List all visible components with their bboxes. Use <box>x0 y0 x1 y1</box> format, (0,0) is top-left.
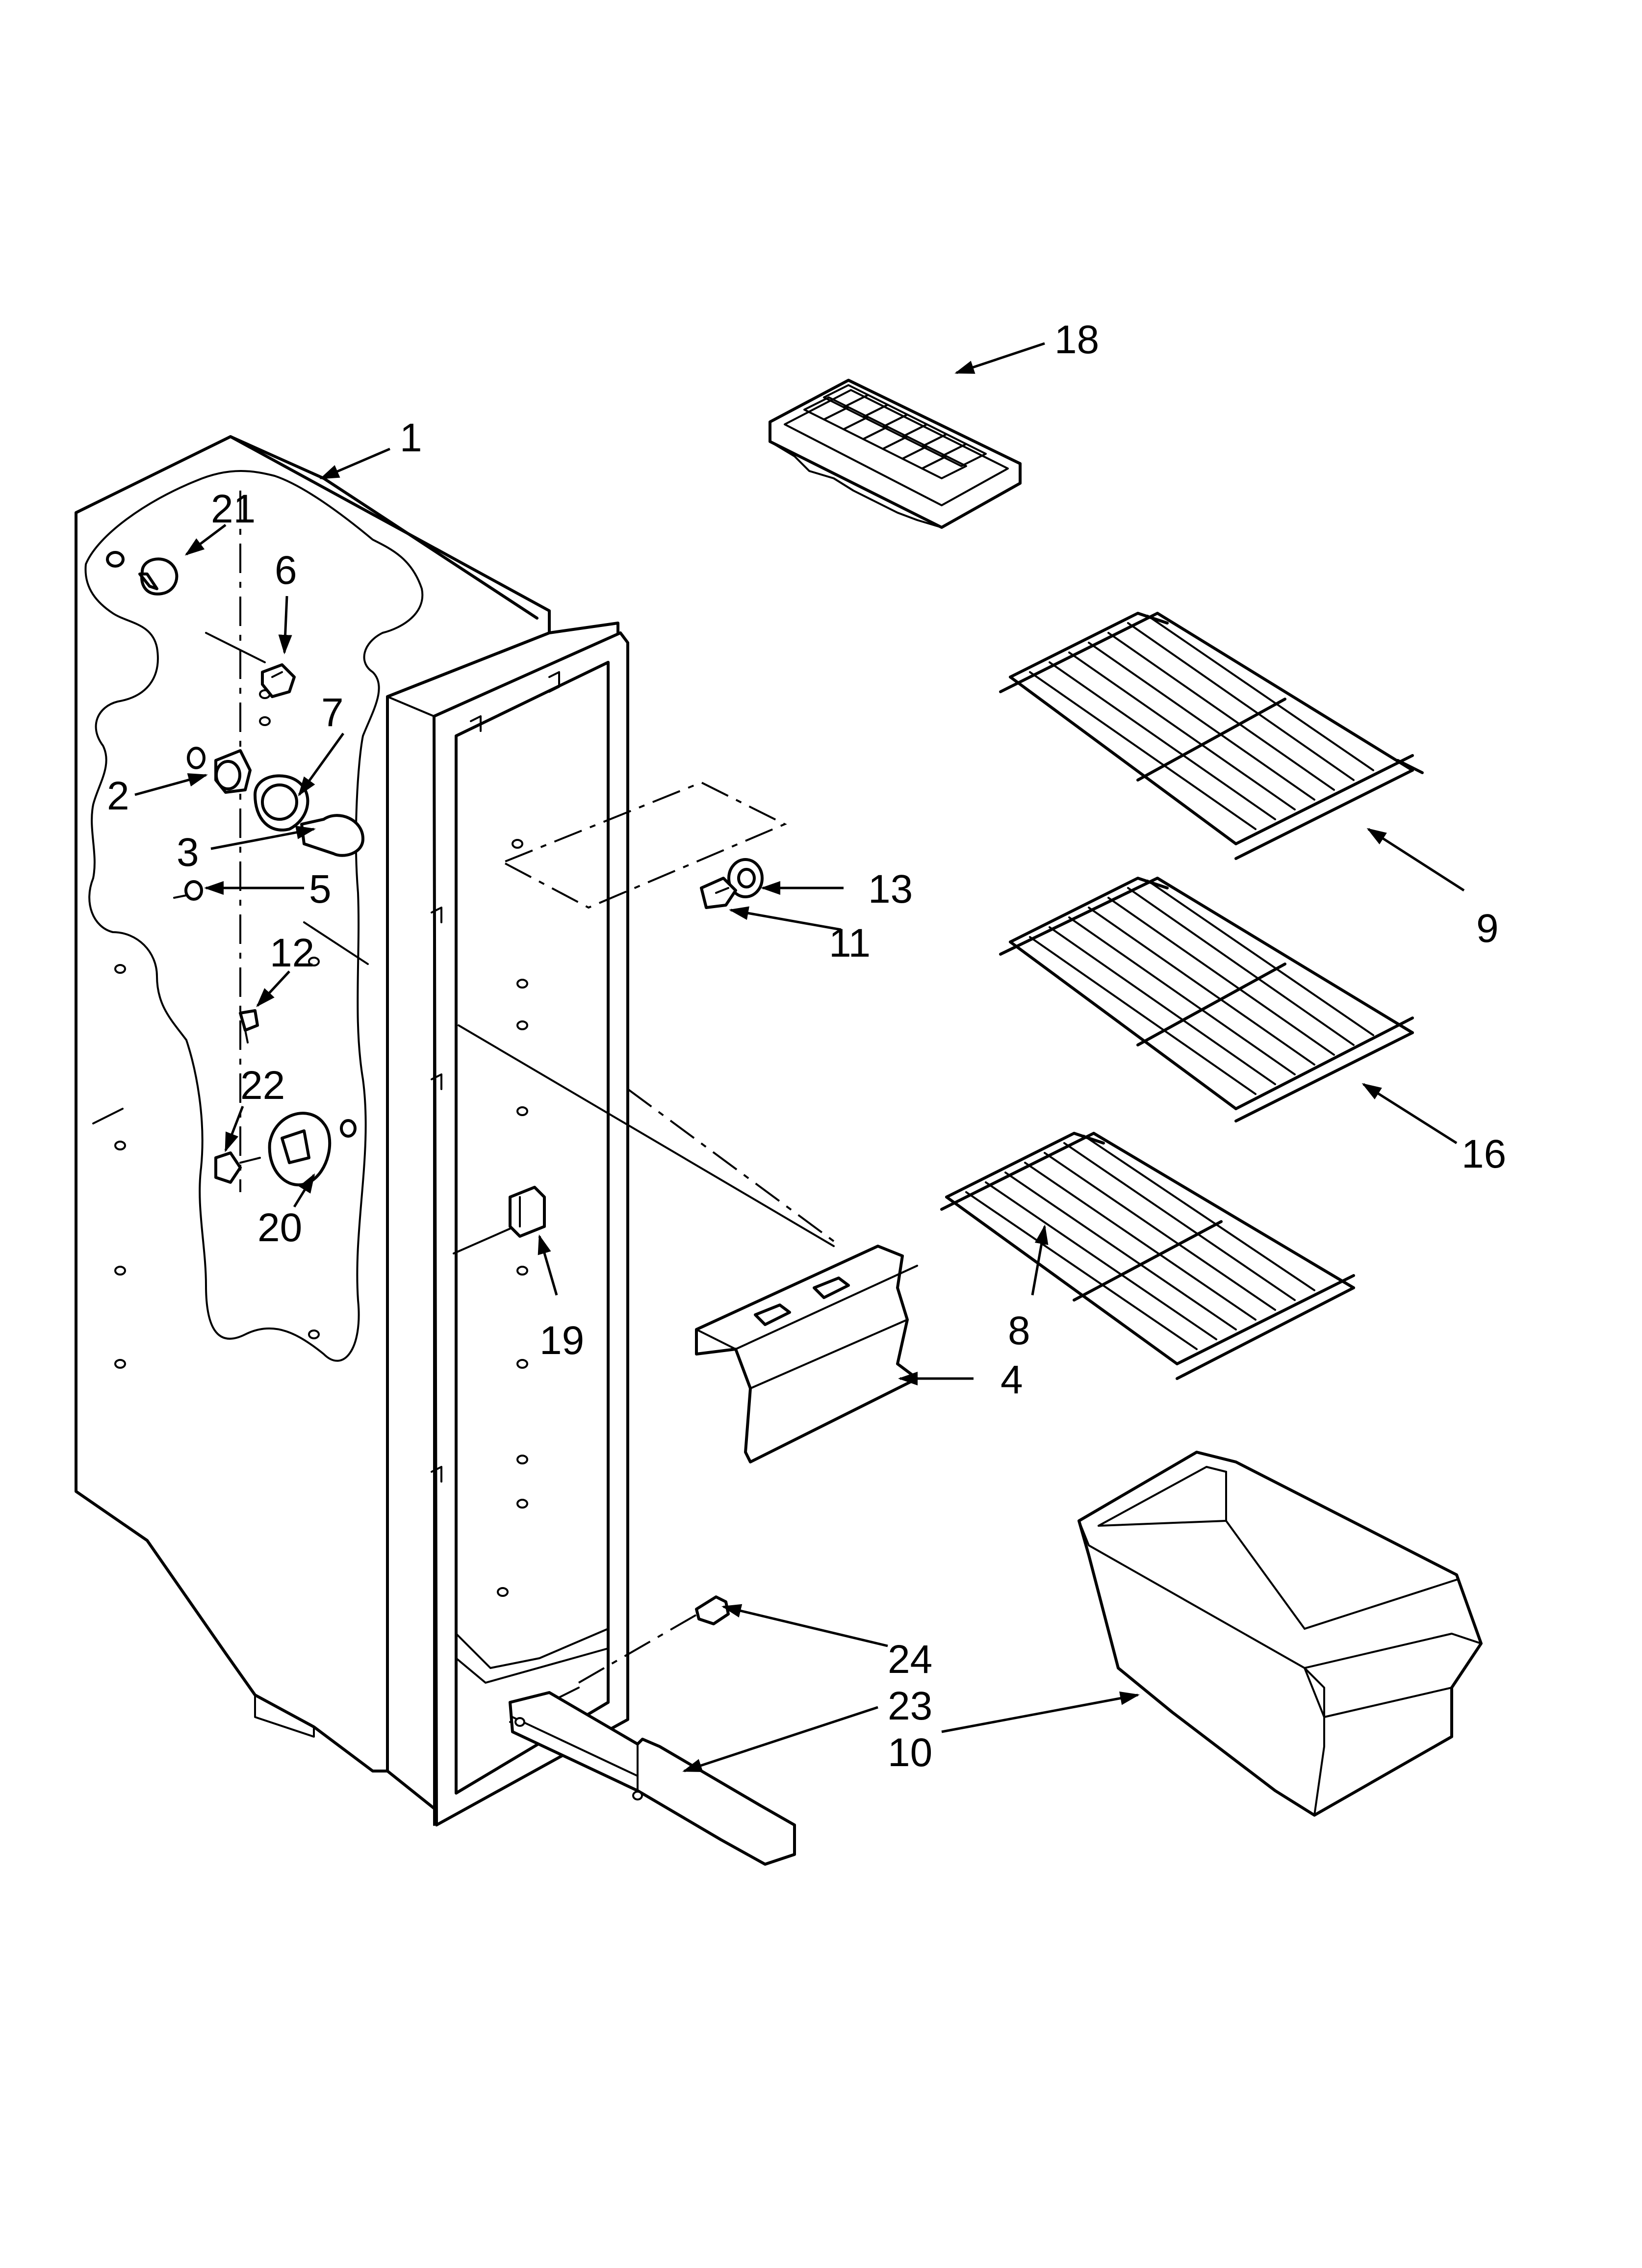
callout-12: 12 <box>270 931 314 975</box>
callout-4: 4 <box>1001 1357 1023 1402</box>
assembly-lines <box>92 491 835 1723</box>
part-20-housing <box>268 1112 357 1187</box>
callout-20: 20 <box>257 1205 302 1250</box>
part-22-screw <box>214 1151 261 1184</box>
callout-9: 9 <box>1476 906 1499 951</box>
part-9-shelf <box>999 612 1424 860</box>
part-23-bracket <box>509 1691 796 1866</box>
callout-16: 16 <box>1462 1132 1506 1176</box>
callout-19: 19 <box>539 1318 584 1363</box>
callout-8: 8 <box>1008 1308 1030 1353</box>
part-12-screw <box>239 1009 259 1043</box>
callout-1: 1 <box>400 416 422 460</box>
part-3-bulb <box>300 814 364 857</box>
part-11-screw <box>700 877 737 909</box>
callout-21: 21 <box>211 487 256 531</box>
callout-3: 3 <box>177 830 199 875</box>
callout-18: 18 <box>1054 317 1099 362</box>
part-13-grommet <box>727 858 764 898</box>
callout-5: 5 <box>309 867 332 912</box>
part-6-clip <box>261 663 296 698</box>
part-16-shelf <box>999 877 1414 1122</box>
callout-11: 11 <box>829 921 871 965</box>
callout-labels: 1 21 6 7 2 3 5 12 22 20 19 18 13 11 9 16… <box>107 317 1506 1775</box>
callout-13: 13 <box>868 867 913 912</box>
part-7-housing <box>254 774 309 832</box>
callout-10: 10 <box>888 1730 932 1775</box>
part-8-shelf <box>940 1132 1355 1380</box>
callout-6: 6 <box>275 548 297 593</box>
part-5-screw <box>173 880 203 901</box>
callout-22: 22 <box>240 1063 285 1108</box>
callout-2: 2 <box>107 774 129 818</box>
part-18-ice-tray <box>769 379 1022 529</box>
callout-24: 24 <box>888 1637 932 1682</box>
ice-tray-cells <box>803 384 987 479</box>
part-10-bin <box>1078 1451 1483 1817</box>
callout-arrows <box>134 342 1465 1773</box>
part-4-cover <box>695 1245 919 1463</box>
part-21-button <box>106 551 179 596</box>
part-19-switch <box>509 1186 546 1238</box>
callout-23: 23 <box>888 1684 932 1728</box>
part-2-socket <box>187 747 252 794</box>
part-24-screw <box>695 1595 730 1625</box>
callout-7: 7 <box>321 690 344 735</box>
